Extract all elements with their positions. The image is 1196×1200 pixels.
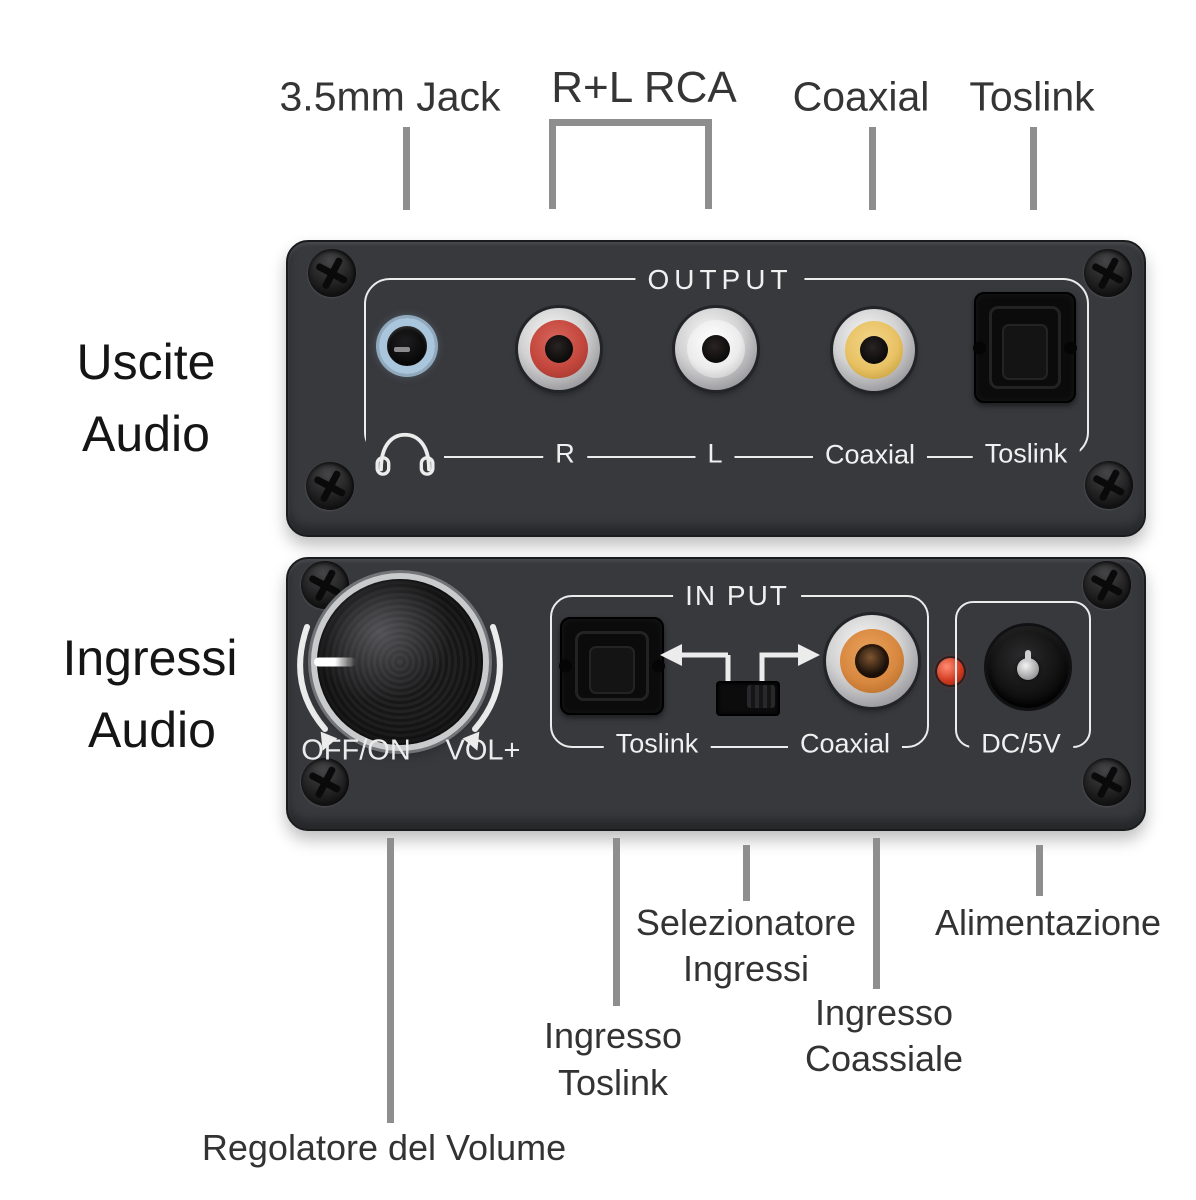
- screw-icon: [297, 453, 363, 519]
- headphone-jack-port: [379, 318, 435, 374]
- callout-line-ingresso-toslink: [613, 838, 620, 1006]
- callout-line-toslink: [1030, 127, 1037, 210]
- port-label-dc5v: DC/5V: [969, 726, 1073, 762]
- dc-power-jack: [987, 626, 1069, 708]
- port-label-r: R: [543, 436, 587, 472]
- callout-ingresso-toslink: Ingresso: [543, 1015, 683, 1056]
- output-device-panel: OUTPUT R L Coaxial Toslink: [286, 240, 1146, 537]
- port-label-coaxial: Coaxial: [812, 437, 928, 473]
- callout-ingresso-coassiale: Ingresso: [814, 992, 954, 1033]
- port-label-toslink: Toslink: [972, 436, 1080, 472]
- callout-selezionatore-2: Ingressi: [682, 948, 810, 989]
- callout-line-selezionatore: [743, 845, 750, 901]
- callout-regolatore-volume: Regolatore del Volume: [201, 1127, 567, 1168]
- screw-icon: [1074, 749, 1140, 815]
- input-selector-switch: [716, 681, 780, 716]
- rca-bracket-left: [549, 119, 556, 209]
- port-label-l: L: [695, 436, 735, 472]
- knob-label-off-on: OFF/ON: [301, 734, 411, 767]
- screw-icon: [299, 240, 365, 306]
- coaxial-input-port: [826, 615, 918, 707]
- rca-bracket-top: [549, 119, 712, 126]
- input-title: IN PUT: [673, 578, 801, 614]
- input-label-coaxial: Coaxial: [787, 726, 903, 762]
- knob-pointer: [314, 657, 356, 667]
- output-title: OUTPUT: [635, 262, 805, 298]
- power-led: [937, 658, 964, 685]
- callout-rl-rca: R+L RCA: [551, 63, 737, 112]
- input-label-toslink: Toslink: [603, 726, 711, 762]
- rca-port-left: [675, 308, 757, 390]
- side-label-uscite: Uscite: [76, 334, 216, 390]
- rca-port-coaxial: [833, 309, 915, 391]
- callout-line-jack: [403, 127, 410, 210]
- callout-ingresso-toslink-2: Toslink: [557, 1062, 669, 1103]
- side-label-ingressi: Ingressi: [62, 630, 238, 686]
- callout-selezionatore: Selezionatore: [635, 902, 857, 943]
- rca-port-right: [518, 308, 600, 390]
- callout-line-volume: [387, 838, 394, 1123]
- callout-alimentazione: Alimentazione: [934, 902, 1162, 943]
- callout-3-5mm-jack: 3.5mm Jack: [279, 73, 501, 120]
- screw-icon: [1076, 452, 1142, 518]
- callout-toslink-top: Toslink: [969, 73, 1095, 120]
- callout-line-coaxial: [869, 127, 876, 210]
- callout-coaxial-top: Coaxial: [792, 73, 930, 120]
- volume-knob: [314, 579, 483, 745]
- callout-line-alimentazione: [1036, 845, 1043, 896]
- callout-ingresso-coassiale-2: Coassiale: [804, 1038, 964, 1079]
- toslink-port: [973, 292, 1077, 403]
- knob-label-vol: VOL+: [445, 734, 521, 767]
- rca-bracket-right: [705, 119, 712, 209]
- side-label-uscite-audio: Audio: [82, 406, 210, 462]
- side-label-ingressi-audio: Audio: [88, 702, 216, 758]
- headphones-icon: [366, 429, 444, 477]
- callout-line-ingresso-coassiale: [873, 838, 880, 989]
- knob-rotation-arrows-icon: [297, 624, 503, 751]
- toslink-input-port: [559, 617, 665, 715]
